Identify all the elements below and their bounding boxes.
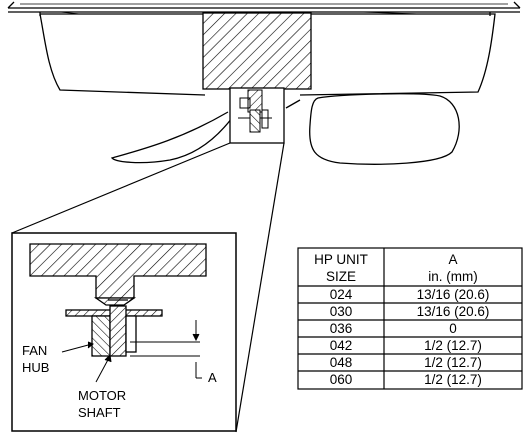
table-row-value: 1/2 (12.7) (424, 372, 482, 387)
table-row-value: 13/16 (20.6) (417, 287, 490, 302)
lower-blade (110, 99, 301, 164)
detail-fan-hub (29, 243, 207, 357)
table-row-value: 13/16 (20.6) (417, 304, 490, 319)
table-rows: 024 13/16 (20.6) 030 13/16 (20.6) 036 0 … (330, 287, 490, 387)
table-header-size-2: SIZE (326, 269, 356, 284)
right-blade-paddle (309, 93, 460, 165)
zoom-leader-left (11, 142, 231, 234)
dimension-table (297, 247, 523, 390)
dimension-a-label: A (208, 370, 217, 385)
zoom-leader-right (235, 142, 285, 433)
fan-hub-label-1: FAN (22, 343, 47, 358)
table-row-size: 060 (330, 372, 353, 387)
table-row-size: 036 (330, 321, 353, 336)
table-row-size: 030 (330, 304, 353, 319)
table-row-size: 042 (330, 338, 353, 353)
table-row-size: 048 (330, 355, 353, 370)
fan-blade-right (299, 13, 496, 96)
fan-blade-left (39, 13, 206, 96)
table-row-value: 1/2 (12.7) (424, 355, 482, 370)
table-header-size-1: HP UNIT (314, 252, 368, 267)
table-row-value: 1/2 (12.7) (424, 338, 482, 353)
table-header-a-1: A (448, 252, 457, 267)
table-row-size: 024 (330, 287, 353, 302)
fan-hub-block (202, 12, 312, 90)
motor-shaft-label-1: MOTOR (78, 388, 126, 403)
dimension-a-marks (61, 320, 202, 383)
motor-shaft-label-2: SHAFT (78, 405, 121, 420)
top-panel (7, 1, 521, 16)
detail-source-shaft (238, 89, 272, 133)
table-header-a-2: in. (mm) (428, 269, 478, 284)
fan-hub-label-2: HUB (22, 360, 49, 375)
table-row-value: 0 (449, 321, 457, 336)
